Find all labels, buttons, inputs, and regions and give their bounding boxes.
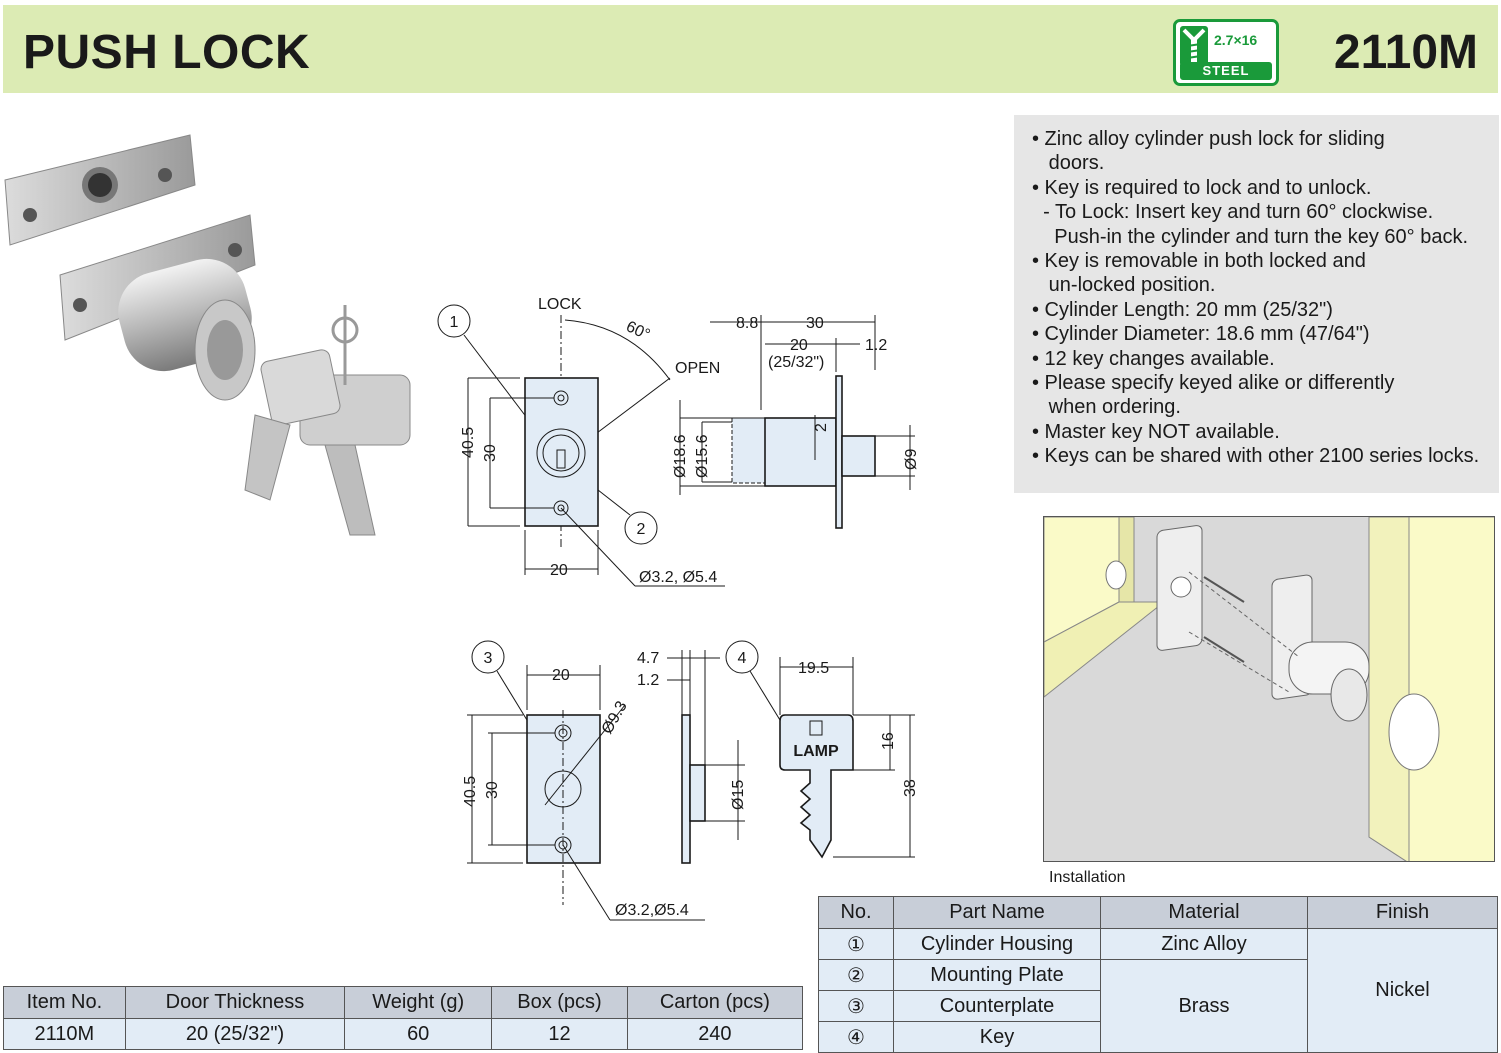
counterplate-drawing: 3 20 Ø9.3 40.5 30 Ø3.2,Ø5.4 (462, 640, 705, 921)
svg-text:LOCK: LOCK (538, 296, 582, 313)
feature-line: • Key is removable in both locked and (1032, 250, 1366, 273)
svg-text:Ø3.2,Ø5.4: Ø3.2,Ø5.4 (615, 902, 689, 919)
svg-text:Ø3.2, Ø5.4: Ø3.2, Ø5.4 (639, 569, 717, 586)
page-title: PUSH LOCK (23, 26, 311, 79)
key-drawing: 4 19.5 LAMP 16 38 (725, 640, 919, 859)
svg-text:8.8: 8.8 (736, 315, 758, 332)
svg-text:20: 20 (550, 562, 568, 579)
front-view-drawing: 1 LOCK OPEN 60° 40.5 30 20 2 Ø3.2, Ø5.4 (437, 296, 725, 587)
col-header: No. (818, 896, 894, 929)
feature-line: • Key is required to lock and to unlock. (1032, 176, 1372, 199)
col-header: Part Name (893, 896, 1101, 929)
svg-text:20: 20 (552, 667, 570, 684)
svg-text:1: 1 (450, 314, 459, 331)
counterplate-side-drawing: 4.7 1.2 Ø15 (637, 650, 747, 864)
screw-icon (1180, 26, 1208, 66)
svg-text:OPEN: OPEN (675, 360, 720, 377)
feature-line: • Master key NOT available. (1032, 420, 1280, 443)
model-number: 2110M (1333, 26, 1478, 79)
callout-3 (471, 640, 505, 674)
feature-line: - To Lock: Insert key and turn 60° clock… (1032, 201, 1434, 224)
parts-table: No. Part Name Material Finish ① Cylinder… (818, 896, 1498, 1053)
svg-text:2: 2 (813, 423, 830, 432)
col-header: Weight (g) (344, 986, 493, 1019)
material-cell: Brass (1100, 959, 1308, 1053)
svg-text:38: 38 (902, 779, 919, 797)
key-brand: LAMP (793, 743, 839, 760)
feature-line: when ordering. (1032, 396, 1181, 419)
feature-line: un-locked position. (1032, 274, 1216, 297)
table-row: ② Mounting Plate Brass (818, 959, 1498, 1053)
svg-text:40.5: 40.5 (460, 427, 477, 458)
screw-dimension: 2.7×16 (1214, 32, 1258, 48)
svg-text:20: 20 (790, 337, 808, 354)
col-header: Finish (1307, 896, 1498, 929)
callout-2 (624, 511, 658, 545)
svg-text:30: 30 (484, 781, 501, 799)
spec-table: Item No. Door Thickness Weight (g) Box (… (3, 986, 804, 1050)
feature-line: • Please specify keyed alike or differen… (1032, 372, 1395, 395)
features-list: • Zinc alloy cylinder push lock for slid… (1014, 115, 1499, 493)
callout-4 (725, 640, 759, 674)
svg-text:Ø9.3: Ø9.3 (599, 698, 631, 737)
table-row: ① Cylinder Housing Zinc Alloy Nickel (818, 928, 1498, 1053)
table-row: ③ Counterplate (818, 990, 1498, 1022)
svg-text:4: 4 (738, 650, 747, 667)
col-header: Item No. (3, 986, 126, 1019)
svg-text:16: 16 (880, 732, 897, 750)
feature-line: • Keys can be shared with other 2100 ser… (1032, 445, 1480, 468)
svg-text:1.2: 1.2 (637, 672, 659, 689)
finish-cell: Nickel (1307, 928, 1498, 1053)
installation-caption: Installation (1049, 869, 1126, 886)
feature-line: Push-in the cylinder and turn the key 60… (1032, 225, 1469, 248)
feature-line: • Zinc alloy cylinder push lock for slid… (1032, 128, 1385, 150)
svg-text:Ø15.6: Ø15.6 (694, 434, 711, 478)
svg-text:4.7: 4.7 (637, 650, 659, 667)
svg-text:Ø9: Ø9 (903, 449, 920, 470)
callout-1 (437, 304, 471, 338)
feature-line: • 12 key changes available. (1032, 347, 1275, 370)
header-bar: PUSH LOCK 2.7×16 STEEL 2110M (3, 5, 1498, 93)
col-header: Carton (pcs) (626, 986, 804, 1019)
svg-text:Ø15: Ø15 (730, 780, 747, 810)
feature-line: • Cylinder Length: 20 mm (25/32") (1032, 298, 1333, 321)
col-header: Box (pcs) (491, 986, 628, 1019)
svg-text:19.5: 19.5 (798, 660, 829, 677)
product-photo (4, 134, 411, 536)
table-row: 2110M 20 (25/32") 60 12 240 (3, 1018, 804, 1050)
svg-text:1.2: 1.2 (865, 337, 887, 354)
installation-illustration (1043, 516, 1495, 862)
svg-text:3: 3 (484, 650, 493, 667)
svg-text:(25/32"): (25/32") (768, 354, 824, 371)
svg-text:30: 30 (482, 444, 499, 462)
screw-material: STEEL (1180, 62, 1272, 80)
feature-line: • Cylinder Diameter: 18.6 mm (47/64") (1032, 323, 1370, 346)
svg-text:30: 30 (806, 315, 824, 332)
side-view-drawing: 8.8 30 20 (25/32") 1.2 Ø18.6 Ø15.6 2 Ø9 (672, 315, 920, 529)
svg-text:2: 2 (637, 521, 646, 538)
svg-text:Ø18.6: Ø18.6 (672, 434, 689, 478)
col-header: Material (1100, 896, 1308, 929)
svg-text:40.5: 40.5 (462, 776, 479, 807)
steel-screw-badge: 2.7×16 STEEL (1173, 19, 1279, 86)
col-header: Door Thickness (124, 986, 346, 1019)
feature-line: doors. (1032, 152, 1105, 175)
